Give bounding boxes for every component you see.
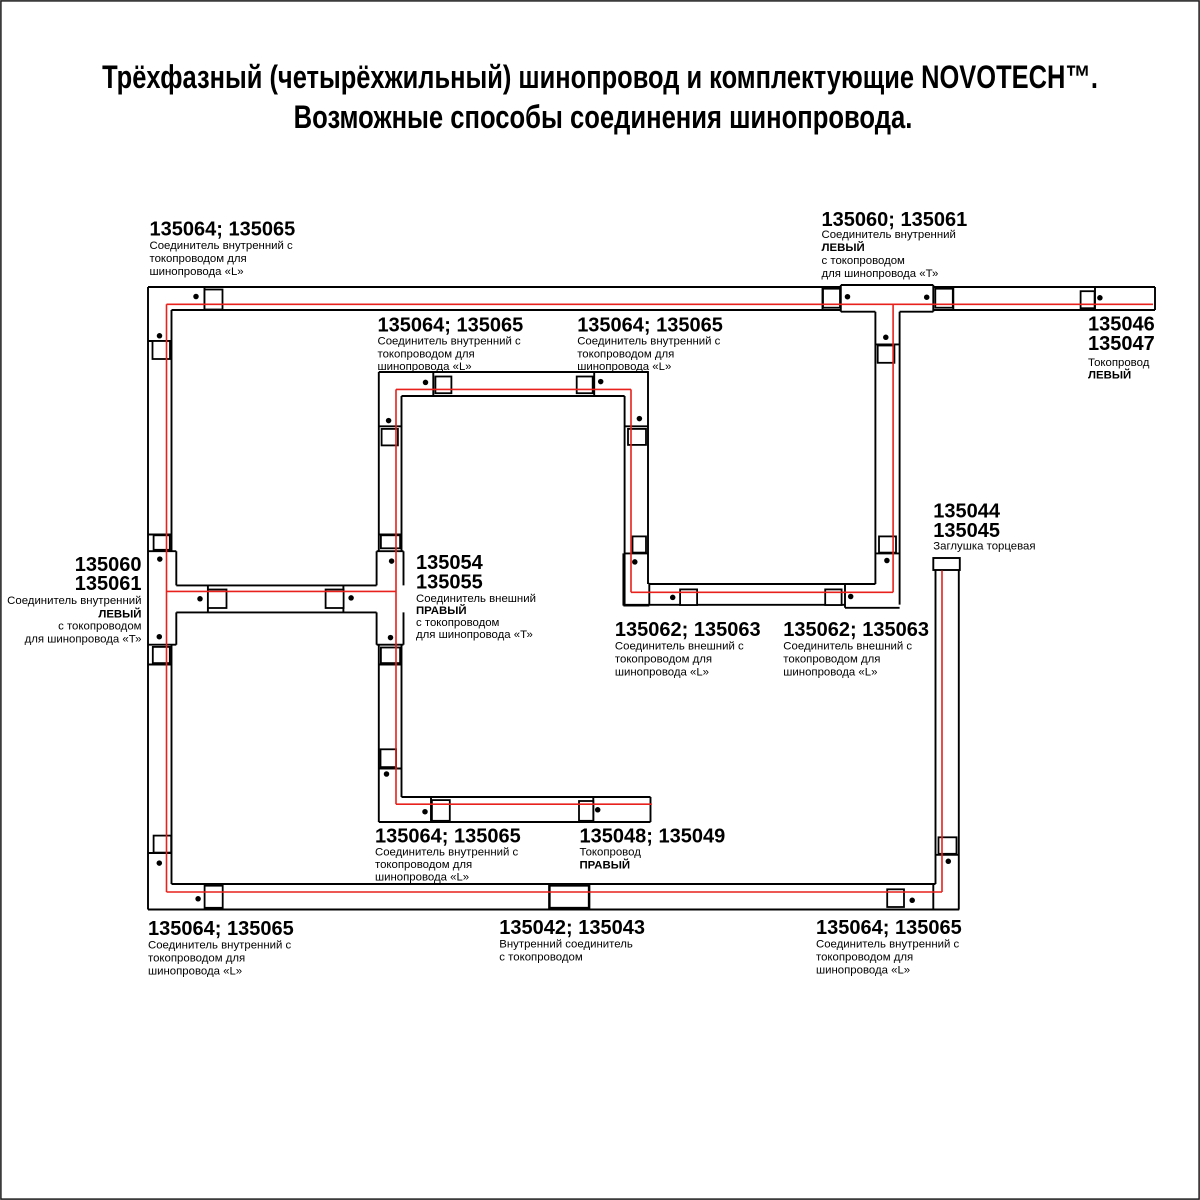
svg-text:135061: 135061 (75, 573, 142, 595)
svg-text:Соединитель внутренний: Соединитель внутренний (7, 595, 141, 607)
svg-text:токопроводом для: токопроводом для (783, 654, 880, 666)
svg-text:токопроводом для: токопроводом для (375, 859, 472, 871)
svg-text:135045: 135045 (933, 520, 1000, 542)
svg-text:Токопровод: Токопровод (580, 846, 642, 858)
svg-text:шинопровода «L»: шинопровода «L» (577, 361, 671, 373)
svg-text:ЛЕВЫЙ: ЛЕВЫЙ (98, 607, 141, 620)
svg-text:Соединитель внутренний с: Соединитель внутренний с (577, 336, 720, 348)
svg-text:135060; 135061: 135060; 135061 (822, 209, 968, 231)
svg-text:Токопровод: Токопровод (1088, 357, 1150, 369)
svg-text:135042; 135043: 135042; 135043 (499, 917, 645, 939)
svg-text:шинопровода «L»: шинопровода «L» (378, 361, 472, 373)
svg-text:Соединитель внутренний с: Соединитель внутренний с (148, 939, 291, 951)
svg-text:с токопроводом: с токопроводом (416, 617, 500, 629)
svg-text:для шинопровода «Т»: для шинопровода «Т» (822, 268, 939, 280)
svg-text:ПРАВЫЙ: ПРАВЫЙ (416, 604, 467, 617)
svg-text:Соединитель внешний: Соединитель внешний (416, 593, 536, 605)
svg-text:135060: 135060 (75, 554, 142, 576)
svg-text:Соединитель внутренний с: Соединитель внутренний с (150, 240, 293, 252)
svg-text:Возможные способы соединения ш: Возможные способы соединения шинопровода… (294, 99, 913, 135)
svg-text:135064; 135065: 135064; 135065 (816, 917, 962, 939)
svg-text:с токопроводом: с токопроводом (58, 621, 142, 633)
svg-text:токопроводом для: токопроводом для (378, 349, 475, 361)
svg-text:Трёхфазный (четырёхжильный) ши: Трёхфазный (четырёхжильный) шинопровод и… (102, 59, 1098, 95)
svg-text:токопроводом для: токопроводом для (148, 952, 245, 964)
svg-text:135064; 135065: 135064; 135065 (148, 918, 294, 940)
svg-text:Соединитель внутренний с: Соединитель внутренний с (378, 336, 521, 348)
svg-text:ЛЕВЫЙ: ЛЕВЫЙ (1088, 368, 1131, 381)
svg-text:шинопровода «L»: шинопровода «L» (816, 964, 910, 976)
svg-text:Заглушка торцевая: Заглушка торцевая (933, 541, 1035, 553)
svg-text:токопроводом для: токопроводом для (615, 654, 712, 666)
svg-text:135048; 135049: 135048; 135049 (580, 825, 726, 847)
svg-text:с токопроводом: с токопроводом (499, 951, 583, 963)
svg-text:135064; 135065: 135064; 135065 (150, 219, 296, 241)
svg-text:135047: 135047 (1088, 333, 1155, 355)
svg-text:токопроводом для: токопроводом для (150, 253, 247, 265)
svg-text:для шинопровода «Т»: для шинопровода «Т» (25, 633, 142, 645)
svg-text:135062; 135063: 135062; 135063 (615, 619, 761, 641)
svg-text:Соединитель внутренний: Соединитель внутренний (822, 229, 956, 241)
svg-text:с токопроводом: с токопроводом (822, 255, 906, 267)
svg-text:шинопровода «L»: шинопровода «L» (375, 872, 469, 884)
svg-text:135064; 135065: 135064; 135065 (375, 825, 521, 847)
svg-text:Внутренний соединитель: Внутренний соединитель (499, 938, 633, 950)
svg-text:135064; 135065: 135064; 135065 (378, 314, 524, 336)
svg-text:шинопровода «L»: шинопровода «L» (615, 667, 709, 679)
svg-text:токопроводом для: токопроводом для (577, 349, 674, 361)
svg-text:шинопровода «L»: шинопровода «L» (783, 667, 877, 679)
svg-text:шинопровода «L»: шинопровода «L» (150, 266, 244, 278)
svg-text:Соединитель внешний с: Соединитель внешний с (783, 641, 912, 653)
svg-text:135044: 135044 (933, 500, 1001, 522)
svg-text:ПРАВЫЙ: ПРАВЫЙ (580, 859, 631, 872)
svg-text:для шинопровода «Т»: для шинопровода «Т» (416, 629, 533, 641)
svg-text:токопроводом для: токопроводом для (816, 951, 913, 963)
svg-text:Соединитель внешний с: Соединитель внешний с (615, 641, 744, 653)
svg-text:Соединитель внутренний с: Соединитель внутренний с (375, 846, 518, 858)
svg-text:Соединитель внутренний с: Соединитель внутренний с (816, 938, 959, 950)
svg-text:135046: 135046 (1088, 314, 1155, 336)
svg-text:шинопровода «L»: шинопровода «L» (148, 965, 242, 977)
svg-text:135055: 135055 (416, 572, 483, 594)
svg-text:135054: 135054 (416, 552, 484, 574)
svg-text:ЛЕВЫЙ: ЛЕВЫЙ (822, 241, 865, 254)
svg-text:135064; 135065: 135064; 135065 (577, 314, 723, 336)
svg-text:135062; 135063: 135062; 135063 (783, 619, 929, 641)
